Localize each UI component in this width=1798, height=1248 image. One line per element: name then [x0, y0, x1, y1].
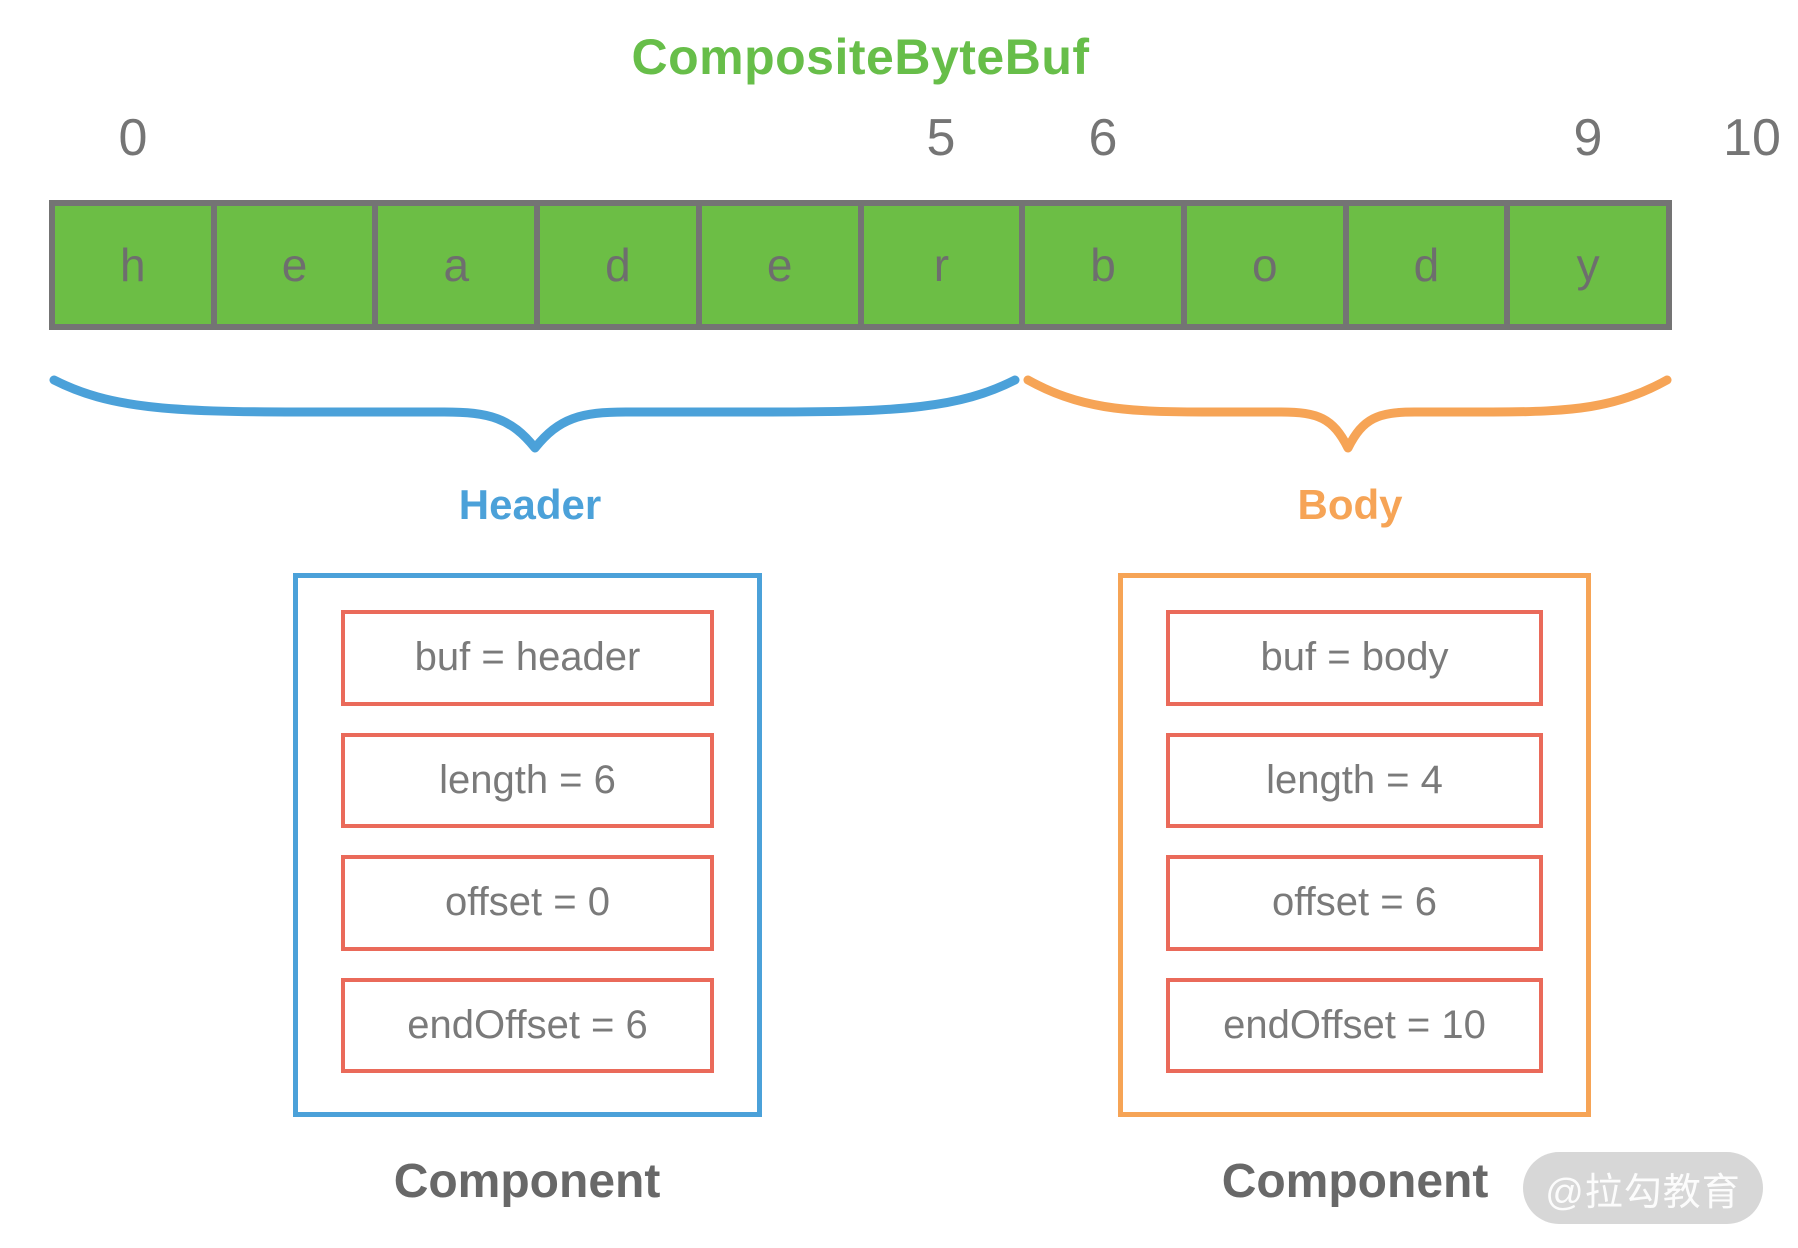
- index-label-9: 9: [1573, 109, 1603, 167]
- watermark-badge: @拉勾教育: [1523, 1152, 1763, 1224]
- byte-buffer-row: h e a d e r b o d y: [49, 200, 1672, 330]
- buffer-cell-8: d: [1348, 206, 1505, 324]
- header-field-buf: buf = header: [341, 610, 714, 706]
- body-brace-icon: [1023, 375, 1672, 453]
- header-field-endoffset: endOffset = 6: [341, 977, 714, 1073]
- buffer-cell-5: r: [863, 206, 1020, 324]
- index-label-5: 5: [926, 109, 956, 167]
- buffer-cell-4: e: [701, 206, 858, 324]
- header-region-label: Header: [458, 481, 602, 528]
- buffer-cell-7: o: [1186, 206, 1343, 324]
- buffer-cell-6: b: [1025, 206, 1181, 324]
- buffer-cell-1: e: [216, 206, 373, 324]
- index-label-10: 10: [1723, 109, 1781, 167]
- header-brace-icon: [49, 375, 1020, 453]
- header-component-box: buf = header length = 6 offset = 0 endOf…: [293, 573, 762, 1117]
- watermark-text: @拉勾教育: [1545, 1171, 1741, 1214]
- body-field-length: length = 4: [1166, 732, 1543, 828]
- index-label-0: 0: [118, 109, 148, 167]
- header-field-offset: offset = 0: [341, 855, 714, 951]
- diagram-title: CompositeByteBuf: [631, 29, 1090, 85]
- body-component-box: buf = body length = 4 offset = 6 endOffs…: [1118, 573, 1591, 1117]
- index-label-6: 6: [1088, 109, 1118, 167]
- body-field-endoffset: endOffset = 10: [1166, 977, 1543, 1073]
- body-field-buf: buf = body: [1166, 610, 1543, 706]
- header-field-length: length = 6: [341, 732, 714, 828]
- header-component-caption: Component: [393, 1155, 661, 1208]
- buffer-cell-0: h: [55, 206, 211, 324]
- body-component-caption: Component: [1221, 1155, 1489, 1208]
- body-field-offset: offset = 6: [1166, 855, 1543, 951]
- buffer-cell-2: a: [378, 206, 535, 324]
- body-region-label: Body: [1297, 481, 1403, 528]
- buffer-cell-3: d: [540, 206, 696, 324]
- buffer-cell-9: y: [1510, 206, 1667, 324]
